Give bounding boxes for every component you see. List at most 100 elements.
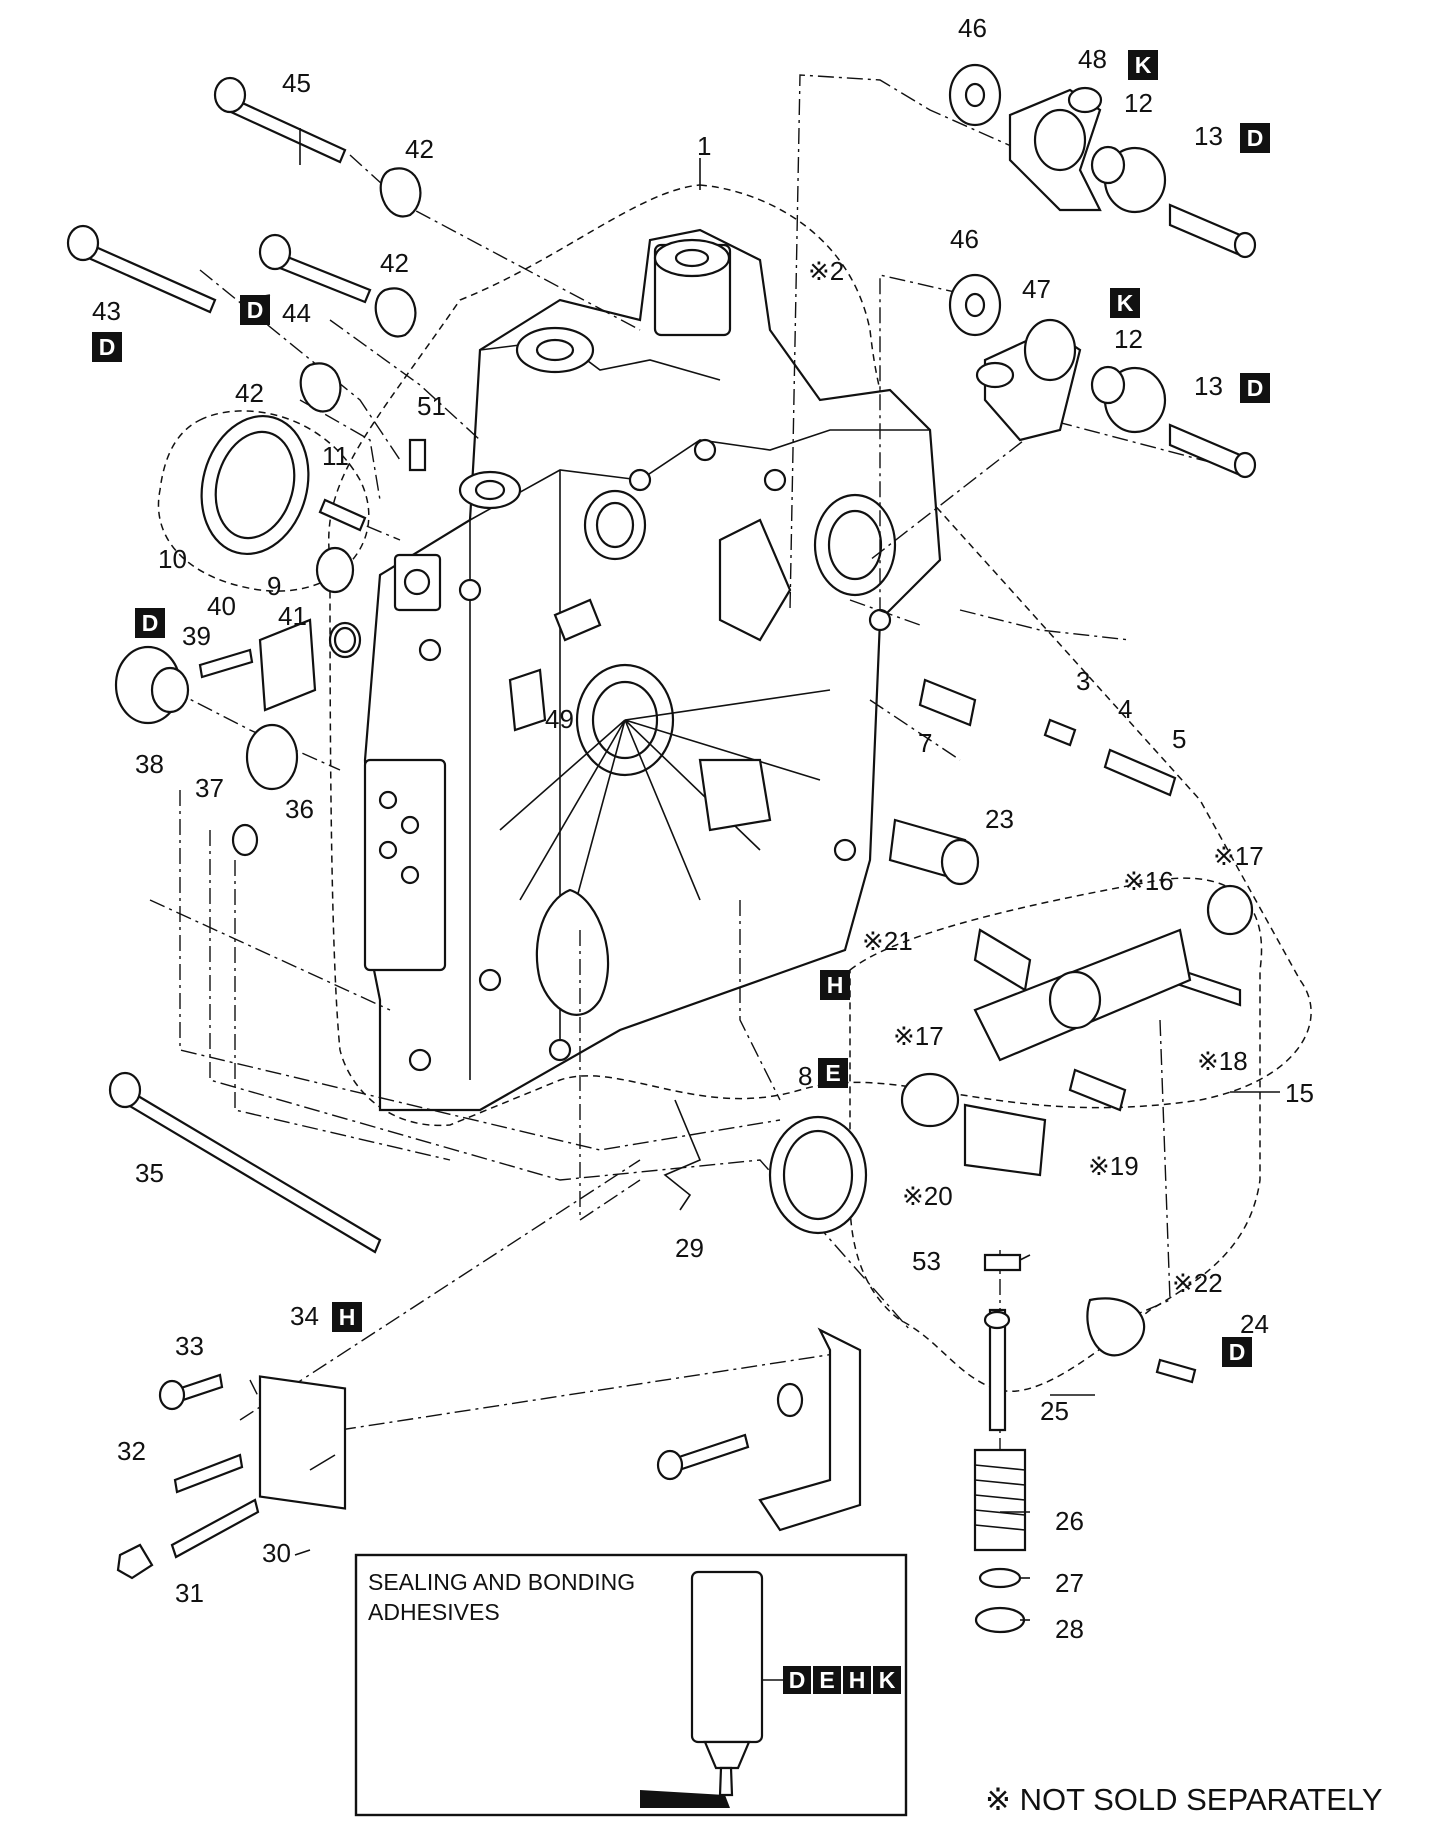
callout-22: ※22	[1172, 1268, 1223, 1298]
badge-h-body	[820, 970, 850, 1000]
legend-codes: D E H K	[783, 1666, 901, 1694]
adhesive-tube-icon	[640, 1570, 783, 1808]
svg-text:K: K	[1135, 52, 1152, 78]
callout-18: ※18	[1197, 1046, 1248, 1076]
svg-text:H: H	[339, 1304, 356, 1330]
callout-48: 48	[1078, 44, 1107, 74]
callout-21: ※21	[862, 926, 913, 956]
svg-text:D: D	[247, 297, 264, 323]
callout-labels: 1 ※2 3 4 5 7 8 9 10 11 12 12 13 13 15 ※1…	[92, 13, 1314, 1644]
svg-text:D: D	[1247, 125, 1264, 151]
callout-29: 29	[675, 1233, 704, 1263]
adhesives-legend: SEALING AND BONDING ADHESIVES D E H K	[354, 1553, 908, 1817]
callout-43: 43	[92, 296, 121, 326]
svg-text:E: E	[825, 1060, 840, 1086]
callout-51: 51	[417, 391, 446, 421]
callout-1: 1	[697, 131, 711, 161]
linkage-assembly	[663, 678, 1254, 1634]
callout-31: 31	[175, 1578, 204, 1608]
svg-text:D: D	[142, 610, 159, 636]
badge-34	[332, 1302, 362, 1332]
callout-34: 34	[290, 1301, 319, 1331]
callout-7: 7	[918, 728, 932, 758]
callout-53: 53	[912, 1246, 941, 1276]
callout-15: 15	[1285, 1078, 1314, 1108]
valve-body-housing	[363, 228, 942, 1112]
callout-42c: 42	[235, 378, 264, 408]
callout-46b: 46	[950, 224, 979, 254]
left-fasteners	[66, 76, 427, 1580]
callout-36: 36	[285, 794, 314, 824]
callout-12b: 12	[1114, 324, 1143, 354]
callout-13a: 13	[1194, 121, 1223, 151]
callout-45: 45	[282, 68, 311, 98]
svg-text:H: H	[827, 972, 844, 998]
legend-title-line1: SEALING AND BONDING	[368, 1569, 635, 1595]
callout-12a: 12	[1124, 88, 1153, 118]
callout-8: 8	[798, 1061, 812, 1091]
callout-3: 3	[1076, 666, 1090, 696]
badge-47-k	[1110, 288, 1140, 318]
callout-23: 23	[985, 804, 1014, 834]
callout-38: 38	[135, 749, 164, 779]
callout-25: 25	[1040, 1396, 1069, 1426]
callout-28: 28	[1055, 1614, 1084, 1644]
callout-13b: 13	[1194, 371, 1223, 401]
callout-24: 24	[1240, 1309, 1269, 1339]
badge-44	[240, 295, 270, 325]
footnote: ※ NOT SOLD SEPARATELY	[985, 1782, 1383, 1817]
adhesive-badges: D D K K D D D E H H D	[92, 50, 1270, 1367]
callout-11: 11	[322, 441, 349, 471]
callout-27: 27	[1055, 1568, 1084, 1598]
badge-24	[1222, 1337, 1252, 1367]
callout-4: 4	[1118, 694, 1132, 724]
legend-title-line2: ADHESIVES	[368, 1599, 500, 1625]
callout-46a: 46	[958, 13, 987, 43]
bracket	[656, 1327, 862, 1532]
badge-38	[135, 608, 165, 638]
callout-5: 5	[1172, 724, 1186, 754]
badge-13a	[1240, 123, 1270, 153]
svg-text:D: D	[99, 334, 116, 360]
badge-43	[92, 332, 122, 362]
svg-text:K: K	[879, 1667, 896, 1693]
callout-20: ※20	[902, 1181, 953, 1211]
legend-code-k	[873, 1666, 901, 1694]
callout-17a: ※17	[1213, 841, 1264, 871]
callout-10: 10	[158, 544, 187, 574]
callout-35: 35	[135, 1158, 164, 1188]
callout-49: 49	[545, 704, 574, 734]
upper-lever-assembly	[948, 63, 1257, 479]
legend-code-e	[813, 1666, 841, 1694]
group-outline-10	[157, 410, 370, 592]
callout-9: 9	[267, 571, 281, 601]
callout-2: ※2	[808, 256, 844, 286]
callout-33: 33	[175, 1331, 204, 1361]
legend-code-h	[843, 1666, 871, 1694]
svg-text:K: K	[1117, 290, 1134, 316]
callout-16: ※16	[1123, 866, 1174, 896]
svg-text:D: D	[1247, 375, 1264, 401]
badge-13b	[1240, 373, 1270, 403]
svg-text:E: E	[819, 1667, 834, 1693]
callout-32: 32	[117, 1436, 146, 1466]
callout-44: 44	[282, 298, 311, 328]
callout-19: ※19	[1088, 1151, 1139, 1181]
badge-48-k	[1128, 50, 1158, 80]
callout-42b: 42	[380, 248, 409, 278]
callout-39: 39	[182, 621, 211, 651]
svg-text:H: H	[849, 1667, 866, 1693]
callout-40: 40	[207, 591, 236, 621]
callout-17b: ※17	[893, 1021, 944, 1051]
legend-code-d	[783, 1666, 811, 1694]
svg-text:D: D	[1229, 1339, 1246, 1365]
callout-37: 37	[195, 773, 224, 803]
group-outline-15	[849, 877, 1263, 1392]
group-outline-1	[328, 184, 1312, 1127]
callout-30: 30	[262, 1538, 291, 1568]
callout-41: 41	[278, 601, 307, 631]
callout-26: 26	[1055, 1506, 1084, 1536]
callout-47: 47	[1022, 274, 1051, 304]
svg-text:D: D	[789, 1667, 806, 1693]
